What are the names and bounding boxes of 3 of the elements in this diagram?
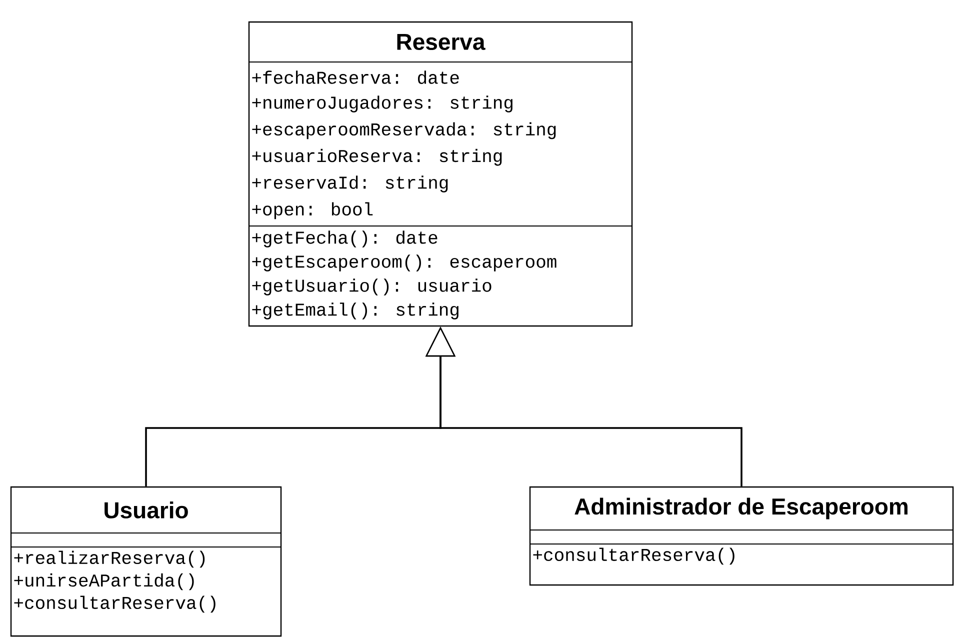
class-box: Reserva +fechaReserva: date +numeroJugadores: string +escaperoomReservada: string +usuarioReserva: string +reservaId: string +open: bool +getFecha(): date +getEscaperoom(): escaperoom +getUsuario(): usuario +getEmail(): string (248, 21, 633, 327)
class-box: Administrador de Escaperoom +consultarReserva() (529, 486, 954, 586)
class-box: Usuario +realizarReserva() +unirseAPartida() +consultarReserva() (10, 486, 282, 637)
